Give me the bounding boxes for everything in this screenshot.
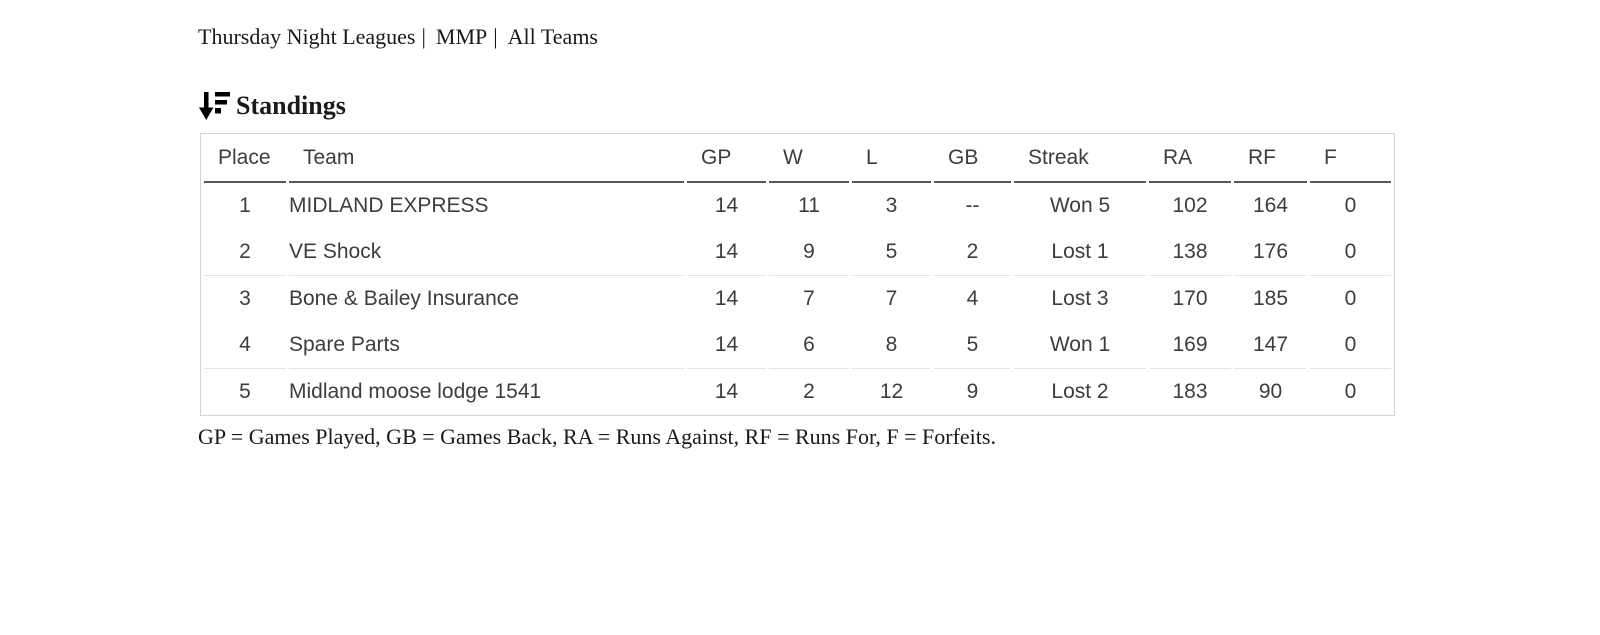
cell-gb: 5 [934, 322, 1011, 369]
cell-gb: 4 [966, 287, 979, 310]
cell-w: 6 [769, 322, 849, 369]
cell-streak: Won 1 [1014, 322, 1146, 369]
page-title: Standings [236, 91, 346, 120]
breadcrumb: Thursday Night Leagues|MMP|All Teams [198, 25, 1600, 49]
cell-gp: 14 [687, 229, 766, 276]
cell-streak: Lost 3 [1051, 287, 1109, 310]
cell-team: MIDLAND EXPRESS [289, 194, 489, 217]
column-header-f: F [1310, 134, 1391, 183]
cell-w: 9 [769, 229, 849, 276]
cell-gp: 14 [687, 322, 766, 369]
breadcrumb-separator: | [493, 24, 498, 49]
cell-f: 0 [1344, 194, 1357, 217]
cell-gb: -- [965, 194, 980, 217]
cell-team: Midland moose lodge 1541 [289, 380, 542, 403]
cell-gp: 14 [714, 194, 739, 217]
cell-w: 7 [803, 287, 815, 310]
table-row: 2 VE Shock 14 9 5 2 Lost 1 138 176 0 [204, 229, 1391, 276]
cell-ra: 170 [1172, 287, 1208, 310]
cell-l: 12 [879, 380, 904, 403]
table-row: 4 Spare Parts 14 6 8 5 Won 1 169 147 0 [204, 322, 1391, 369]
breadcrumb-item-teams: All Teams [507, 24, 598, 49]
cell-place: 4 [204, 322, 286, 369]
cell-gp: 14 [714, 380, 739, 403]
standings-heading: Standings [198, 90, 1600, 122]
cell-place: 1 [239, 194, 251, 217]
cell-f: 0 [1310, 322, 1391, 369]
cell-team: Spare Parts [289, 322, 684, 369]
cell-ra: 102 [1172, 194, 1208, 217]
column-header-ra: RA [1149, 134, 1231, 183]
cell-place: 2 [204, 229, 286, 276]
cell-gp: 14 [714, 287, 739, 310]
column-header-gb: GB [934, 134, 1011, 183]
cell-l: 8 [852, 322, 931, 369]
column-header-rf: RF [1234, 134, 1307, 183]
breadcrumb-item-league: Thursday Night Leagues [198, 24, 416, 49]
cell-ra: 169 [1149, 322, 1231, 369]
cell-ra: 138 [1149, 229, 1231, 276]
legend-footnote: GP = Games Played, GB = Games Back, RA =… [198, 424, 996, 449]
cell-rf: 164 [1252, 194, 1289, 217]
cell-l: 7 [885, 287, 898, 310]
column-header-place: Place [204, 134, 286, 183]
cell-place: 3 [239, 287, 251, 310]
cell-streak: Lost 1 [1014, 229, 1146, 276]
cell-f: 0 [1344, 287, 1357, 310]
page: Thursday Night Leagues|MMP|All Teams Sta… [198, 25, 1600, 449]
cell-w: 2 [803, 380, 815, 403]
sort-descending-icon [198, 91, 230, 121]
cell-ra: 183 [1172, 380, 1208, 403]
cell-team: Bone & Bailey Insurance [289, 287, 519, 310]
cell-streak: Won 5 [1049, 194, 1111, 217]
cell-rf: 147 [1234, 322, 1307, 369]
table-row: 3 Bone & Bailey Insurance 14 7 7 4 Lost … [204, 276, 1391, 322]
breadcrumb-separator: | [421, 24, 426, 49]
cell-f: 0 [1310, 229, 1391, 276]
cell-rf: 90 [1258, 380, 1283, 403]
column-header-streak: Streak [1014, 134, 1146, 183]
cell-rf: 176 [1234, 229, 1307, 276]
column-header-w: W [769, 134, 849, 183]
cell-team: VE Shock [289, 229, 684, 276]
cell-rf: 185 [1252, 287, 1289, 310]
table-row: 5 Midland moose lodge 1541 14 2 12 9 Los… [204, 369, 1391, 415]
cell-place: 5 [239, 380, 251, 403]
cell-w: 11 [798, 194, 820, 217]
standings-table: Place Team GP W L GB Streak RA RF F 1 MI… [201, 134, 1394, 415]
column-header-team: Team [289, 134, 684, 183]
cell-l: 3 [885, 194, 898, 217]
column-header-gp: GP [687, 134, 766, 183]
cell-f: 0 [1344, 380, 1357, 403]
cell-gb: 2 [934, 229, 1011, 276]
cell-gb: 9 [966, 380, 979, 403]
standings-table-container: Place Team GP W L GB Streak RA RF F 1 MI… [200, 133, 1395, 416]
table-header-row: Place Team GP W L GB Streak RA RF F [204, 134, 1391, 183]
cell-l: 5 [852, 229, 931, 276]
breadcrumb-item-division: MMP [435, 24, 488, 49]
cell-streak: Lost 2 [1051, 380, 1109, 403]
table-row: 1 MIDLAND EXPRESS 14 11 3 -- Won 5 102 1… [204, 183, 1391, 229]
column-header-l: L [852, 134, 931, 183]
